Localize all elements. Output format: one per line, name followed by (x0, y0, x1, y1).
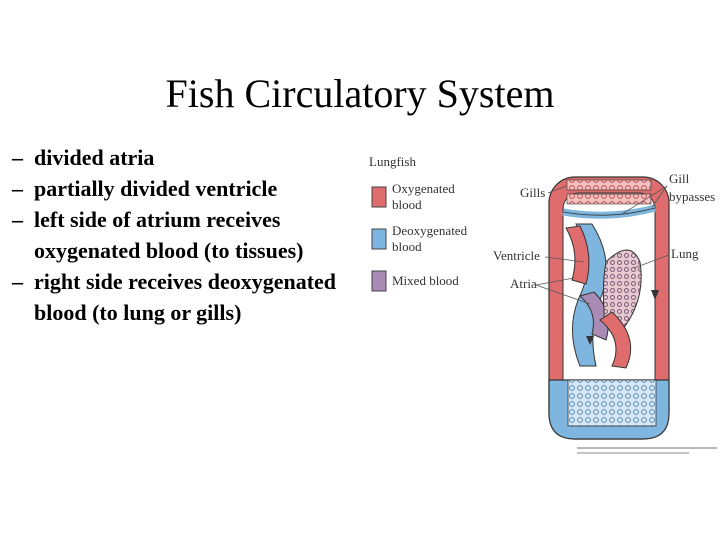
gill-bypass-outline (562, 207, 656, 216)
diagram-heading: Lungfish (369, 154, 416, 169)
bullet-dash: – (12, 207, 23, 232)
leader-line (544, 256, 585, 263)
bullet-item: – left side of atrium receives oxygenate… (12, 204, 357, 266)
legend-label: blood (392, 239, 422, 254)
flow-arrow-icon (586, 336, 594, 345)
slide-title: Fish Circulatory System (165, 71, 555, 116)
source-credit-smudge (577, 447, 717, 454)
bullet-dash: – (12, 176, 23, 201)
label-lung: Lung (671, 246, 699, 261)
legend-label: Deoxygenated (392, 223, 468, 238)
bullet-text: partially divided ventricle (34, 176, 278, 201)
legend-swatch-mixed (371, 270, 387, 292)
label-gills: Gills (520, 185, 545, 200)
legend: Oxygenated blood Deoxygenated blood Mixe… (371, 181, 468, 292)
legend-label: Oxygenated (392, 181, 455, 196)
bullet-dash: – (12, 145, 23, 170)
legend-label: blood (392, 197, 422, 212)
bullet-list: – divided atria – partially divided vent… (12, 142, 357, 328)
bullet-text: divided atria (34, 145, 155, 170)
bullet-dash: – (12, 269, 23, 294)
atrium-left (565, 225, 590, 285)
label-gill-bypasses: Gill (669, 171, 690, 186)
bullet-text: right side receives deoxygenated blood (… (34, 269, 337, 325)
gill-capillaries (566, 179, 652, 191)
leader-line (621, 185, 668, 215)
legend-label: Mixed blood (392, 273, 459, 288)
label-ventricle: Ventricle (493, 248, 540, 263)
legend-swatch-oxygenated (371, 186, 387, 208)
label-gill-bypasses: bypasses (669, 189, 715, 204)
bullet-text: left side of atrium receives oxygenated … (34, 207, 304, 263)
circulation-loop (548, 176, 670, 440)
bullet-item: – partially divided ventricle (12, 173, 357, 204)
leader-line (633, 254, 670, 269)
bullet-item: – divided atria (12, 142, 357, 173)
tissue-capillaries (567, 379, 657, 427)
leader-line (535, 277, 575, 286)
label-atria: Atria (510, 276, 537, 291)
gill-capillaries (566, 193, 652, 205)
flow-arrow-icon (651, 290, 659, 300)
atrium-mixed (578, 291, 609, 341)
legend-swatch-deoxygenated (371, 228, 387, 250)
callouts: Gills Gill bypasses Lung Ventricle Atria (493, 171, 715, 305)
leader-line (651, 185, 668, 208)
leader-line (535, 284, 591, 305)
bullet-item: – right side receives deoxygenated blood… (12, 266, 357, 328)
pulmonary-vessel (599, 311, 632, 369)
leader-line (547, 185, 567, 194)
